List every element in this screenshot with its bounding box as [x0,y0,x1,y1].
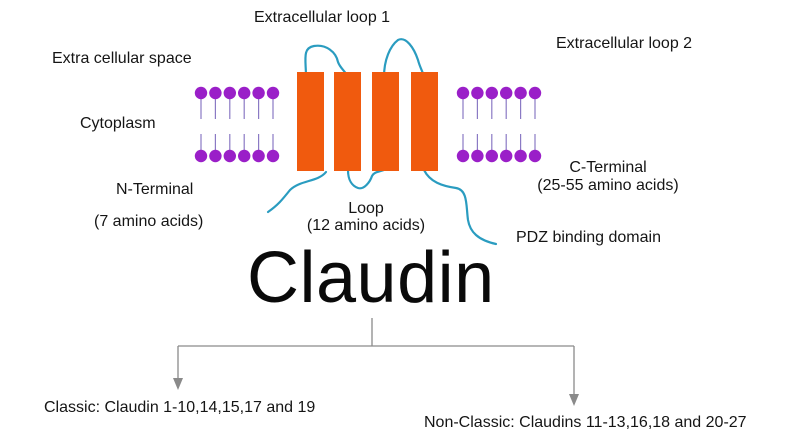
lipid-bilayer-left [194,86,280,163]
lipid-bilayer-right [456,86,542,163]
non-classic-arrow-head [569,394,579,406]
lipid-head [209,86,222,100]
c-terminal-detail-label: (25-55 amino acids) [537,177,679,194]
lipid-head [500,86,513,100]
lipid-head [514,86,527,100]
extracellular-loop-1-label: Extracellular loop 1 [254,9,391,26]
loop-label: Loop [348,200,384,217]
loop-detail-label: (12 amino acids) [306,217,426,234]
lipid-head [209,149,222,163]
transmembrane-helix-1 [297,72,324,171]
lipid-head [485,149,498,163]
lipid-head [456,149,470,163]
lipid-head [471,149,484,163]
claudin-title: Claudin [247,238,495,318]
cytoplasm-label: Cytoplasm [80,115,156,132]
lipid-head [252,149,265,163]
lipid-head [194,86,208,100]
intracellular-loop-chain [346,168,386,190]
lipid-head [485,86,498,100]
protein-chain [266,38,498,246]
lipid-head [500,149,513,163]
n-terminal-label: N-Terminal [116,181,194,198]
lipid-head [223,86,236,100]
lipid-head [238,149,251,163]
non-classic-claudins-label: Non-Classic: Claudins 11-13,16,18 and 20… [424,414,747,431]
c-terminal-chain [422,168,498,246]
lipid-head [194,149,208,163]
lipid-head [223,149,236,163]
extra-cellular-space-label: Extra cellular space [52,50,192,67]
transmembrane-helix-4 [411,72,438,171]
lipid-head [266,86,280,100]
classic-arrow-head [173,378,183,390]
lipid-head [266,149,280,163]
lipid-head [252,86,265,100]
extracellular-loop-2-chain [382,38,426,79]
lipid-head [514,149,527,163]
c-terminal-label: C-Terminal [569,159,647,176]
extracellular-loop-2-label: Extracellular loop 2 [556,35,693,52]
lipid-head [528,86,542,100]
classification-tree [173,318,579,406]
extracellular-loop-1-chain [304,44,350,79]
n-terminal-detail-label: (7 amino acids) [94,213,204,230]
n-terminal-chain [266,170,328,214]
lipid-head [456,86,470,100]
transmembrane-helix-2 [334,72,361,171]
lipid-head [528,149,542,163]
pdz-binding-domain-label: PDZ binding domain [516,229,661,246]
transmembrane-helix-3 [372,72,399,171]
lipid-head [238,86,251,100]
transmembrane-helices [297,72,438,171]
classic-claudins-label: Classic: Claudin 1-10,14,15,17 and 19 [44,399,316,416]
lipid-head [471,86,484,100]
